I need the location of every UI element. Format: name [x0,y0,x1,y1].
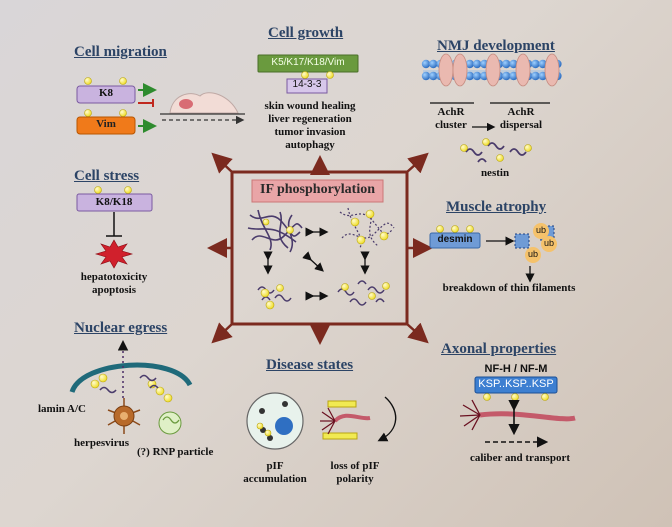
achr-cluster-label-2: cluster [435,119,467,131]
lamin-label: lamin A/C [38,403,86,415]
achr-cluster-label-1: AchR [437,106,465,118]
center-double-arrows [263,227,370,301]
center-title: IF phosphorylation [260,182,376,197]
herpesvirus-label: herpesvirus [74,437,129,449]
growth-item-3: tumor invasion [274,126,346,138]
membrane-ball [421,59,431,69]
phospho-dots-center [260,209,390,310]
cell-stress-title: Cell stress [74,168,140,184]
membrane-ball [502,59,511,69]
cell-stress-graphic [76,186,153,269]
ub-label-2: ub [543,238,555,248]
radiating-arrows [207,152,433,345]
nuclear-egress-graphic [69,340,193,435]
14-3-3-label: 14-3-3 [292,79,322,90]
disease-states-title: Disease states [266,357,354,373]
ksp-label: KSP..KSP..KSP [478,378,554,390]
growth-item-4: autophagy [285,139,335,151]
nf-h-nf-m-label: NF-H / NF-M [484,363,548,375]
growth-item-1: skin wound healing [264,100,356,112]
membrane-ball [472,71,482,81]
ub-label-3: ub [527,249,539,259]
membrane-ball [509,59,518,69]
membrane-ball [509,71,518,81]
membrane-ball [429,59,438,69]
cell-migration-title: Cell migration [74,44,167,60]
muscle-atrophy-graphic [429,223,557,283]
axonal-title: Axonal properties [441,341,557,357]
membrane-ball [465,59,474,69]
k8-label: K8 [98,87,114,99]
growth-item-2: liver regeneration [268,113,352,125]
membrane-ball [465,71,474,81]
rnp-particle-label: (?) RNP particle [137,446,214,458]
muscle-atrophy-title: Muscle atrophy [446,199,547,215]
hepatotoxicity-label: hepatotoxicity [80,271,148,283]
disease-states-graphic [246,392,397,450]
vim-label: Vim [96,118,116,130]
caliber-transport-label: caliber and transport [469,452,571,464]
membrane-ball [472,59,482,69]
membrane-ball [531,59,540,69]
membrane-ball [421,71,431,81]
ub-label-1: ub [535,225,547,235]
accumulation-label: accumulation [243,473,307,485]
cell-growth-graphic [257,54,359,94]
membrane-ball [502,71,511,81]
nuclear-egress-title: Nuclear egress [74,320,168,336]
k8-k18-label: K8/K18 [95,196,133,208]
membrane-ball [531,71,540,81]
cell-migration-graphic [76,77,245,135]
cell-growth-title: Cell growth [268,25,344,41]
achr-dispersal-label-1: AchR [507,106,535,118]
loss-of-pif-label: loss of pIF [330,460,380,472]
nmj-title: NMJ development [437,38,555,54]
apoptosis-label: apoptosis [91,284,137,296]
nmj-graphic [421,53,562,163]
k5-k17-k18-vim-label: K5/K17/K18/Vim [271,57,345,68]
achr-dispersal-label-2: dispersal [499,119,543,131]
breakdown-label: breakdown of thin filaments [442,282,576,294]
membrane-ball [429,71,438,81]
desmin-label: desmin [437,234,473,245]
polarity-label: polarity [336,473,374,485]
filament-fragments [257,280,385,306]
filament-network-phospho [339,207,395,249]
pif-label: pIF [266,460,284,472]
axonal-graphic [459,376,576,448]
filament-network-dense [247,209,303,253]
nestin-label: nestin [480,167,510,179]
